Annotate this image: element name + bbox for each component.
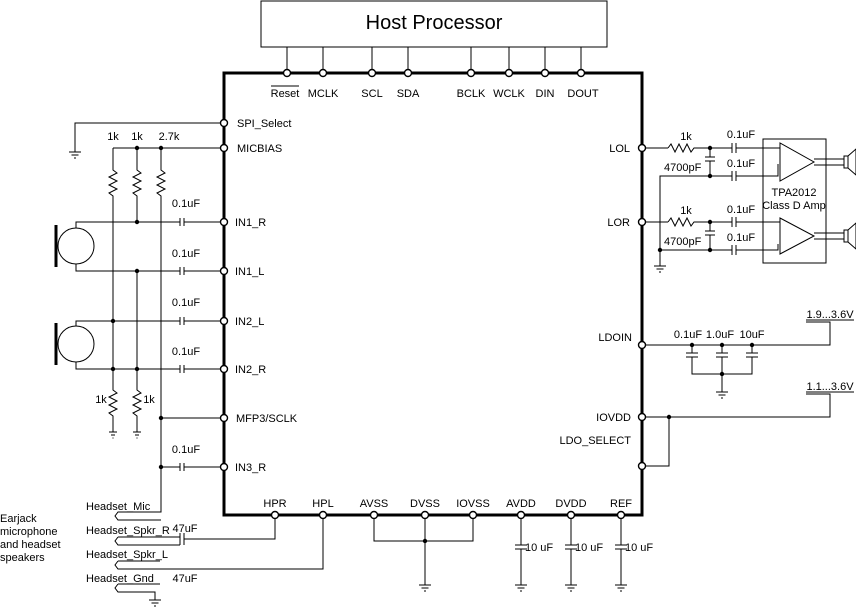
svg-text:speakers: speakers: [0, 552, 45, 564]
cap-value-in3-r: 0.1uF: [172, 444, 200, 456]
svg-text:and headset: and headset: [0, 539, 61, 551]
ldoin-cap-value-2: 1.0uF: [706, 329, 734, 341]
pin-label-avdd: AVDD: [506, 498, 536, 510]
pin-label-in1-l: IN1_L: [235, 266, 264, 278]
pin-label-iovss: IOVSS: [456, 498, 490, 510]
microphone-1: [54, 221, 180, 272]
codec-chip-body: [222, 71, 644, 517]
class-d-amplifier: [762, 138, 846, 264]
spi-select-ground: [69, 122, 220, 159]
lol-shunt-cap-value: 4700pF: [664, 162, 702, 174]
iovdd-supply-network: [646, 393, 831, 467]
speaker-left: [843, 148, 856, 176]
pin-label-micbias: MICBIAS: [237, 143, 282, 155]
lor-series-cap-value: 0.1uF: [727, 204, 755, 216]
pin-label-iovdd: IOVDD: [596, 412, 631, 424]
decoupling-cap-avdd: 10 uF: [525, 542, 553, 554]
headset-description: Earjack microphone and headset speakers: [0, 513, 61, 564]
pin-label-ldo-select: LDO_SELECT: [559, 435, 631, 447]
cap-value-in2-r: 0.1uF: [172, 346, 200, 358]
pin-label-hpl: HPL: [312, 498, 333, 510]
bottom-pins: HPR HPL AVSS DVSS IOVSS AVDD DVDD REF: [263, 498, 632, 520]
pin-label-bclk: BCLK: [457, 88, 486, 100]
host-processor-title: Host Processor: [366, 12, 503, 34]
decoupling-caps: [515, 519, 627, 592]
pin-label-ldoin: LDOIN: [598, 332, 632, 344]
headset-cap-value-r: 47uF: [172, 523, 197, 535]
top-pins: Reset MCLK SCL SDA BCLK WCLK DIN DOUT: [271, 68, 599, 100]
pin-label-avss: AVSS: [360, 498, 389, 510]
pin-label-in2-r: IN2_R: [235, 364, 266, 376]
pin-label-dvdd: DVDD: [555, 498, 586, 510]
lol-series-cap-value: 0.1uF: [727, 129, 755, 141]
cap-value-in1-l: 0.1uF: [172, 248, 200, 260]
decoupling-cap-ref: 10 uF: [625, 542, 653, 554]
amp-label-type: Class D Amp: [762, 200, 826, 212]
bias-resistor-value-1: 1k: [107, 131, 119, 143]
cap-value-in2-l: 0.1uF: [172, 297, 200, 309]
pin-label-wclk: WCLK: [493, 88, 525, 100]
bias-resistor-value-3: 2.7k: [159, 131, 180, 143]
headset-gnd-label: Headset_Gnd: [86, 573, 154, 585]
cap-value-in1-r: 0.1uF: [172, 198, 200, 210]
lower-resistor-value-2: 1k: [143, 394, 155, 406]
pin-label-mclk: MCLK: [308, 88, 339, 100]
lol-resistor-value: 1k: [680, 131, 692, 143]
headset-cap-value-l: 47uF: [172, 573, 197, 585]
amp-label-model: TPA2012: [771, 187, 816, 199]
lor-resistor-value: 1k: [680, 205, 692, 217]
ldoin-cap-value-1: 0.1uF: [674, 329, 702, 341]
input-coupling-capacitors: [161, 218, 220, 471]
right-pins: LOL LOR LDOIN IOVDD LDO_SELECT: [559, 143, 647, 471]
lor-output-network: [646, 216, 780, 273]
lower-resistor-value-1: 1k: [95, 394, 107, 406]
ldoin-supply-label: 1.9...3.6V: [806, 309, 854, 321]
pin-label-in1-r: IN1_R: [235, 217, 266, 229]
pin-label-din: DIN: [536, 88, 555, 100]
ground-bus: [373, 519, 474, 592]
pin-label-scl: SCL: [361, 88, 382, 100]
decoupling-cap-dvdd: 10 uF: [575, 542, 603, 554]
svg-text:Earjack: Earjack: [0, 513, 37, 525]
pin-label-in2-l: IN2_L: [235, 316, 264, 328]
pin-label-dvss: DVSS: [410, 498, 440, 510]
bias-resistor-value-2: 1k: [131, 131, 143, 143]
pin-label-sda: SDA: [397, 88, 420, 100]
svg-text:microphone: microphone: [0, 526, 57, 538]
lower-resistors: [107, 321, 143, 439]
pin-label-ref: REF: [610, 498, 632, 510]
pin-label-hpr: HPR: [263, 498, 286, 510]
iovdd-supply-label: 1.1...3.6V: [806, 381, 854, 393]
ldoin-cap-value-3: 10uF: [739, 329, 764, 341]
speaker-right: [843, 222, 856, 250]
pin-label-reset: Reset: [271, 88, 300, 100]
pin-label-in3-r: IN3_R: [235, 462, 266, 474]
microphone-2: [54, 320, 180, 370]
headset-connectors: [114, 503, 324, 607]
lor-shunt-cap-value: 4700pF: [664, 236, 702, 248]
pin-label-spi-select: SPI_Select: [237, 118, 291, 130]
pin-label-lol: LOL: [609, 143, 630, 155]
lor-amp-cap-value: 0.1uF: [727, 232, 755, 244]
lol-amp-cap-value: 0.1uF: [727, 158, 755, 170]
lol-output-network: [646, 142, 780, 266]
pin-label-dout: DOUT: [567, 88, 598, 100]
headset-spkr-r-label: Headset_Spkr_R: [86, 525, 170, 537]
pin-label-mfp3-sclk: MFP3/SCLK: [236, 413, 298, 425]
headset-spkr-l-label: Headset_Spkr_L: [86, 549, 168, 561]
pin-label-lor: LOR: [607, 217, 630, 229]
bias-resistors: [107, 148, 167, 503]
left-pins: SPI_Select MICBIAS IN1_R IN1_L IN2_L IN2…: [219, 118, 298, 474]
ldoin-supply-network: [646, 321, 831, 399]
host-bus-wires: [286, 47, 582, 73]
host-processor: Host Processor: [260, 0, 608, 48]
headset-mic-label: Headset_Mic: [86, 501, 151, 513]
